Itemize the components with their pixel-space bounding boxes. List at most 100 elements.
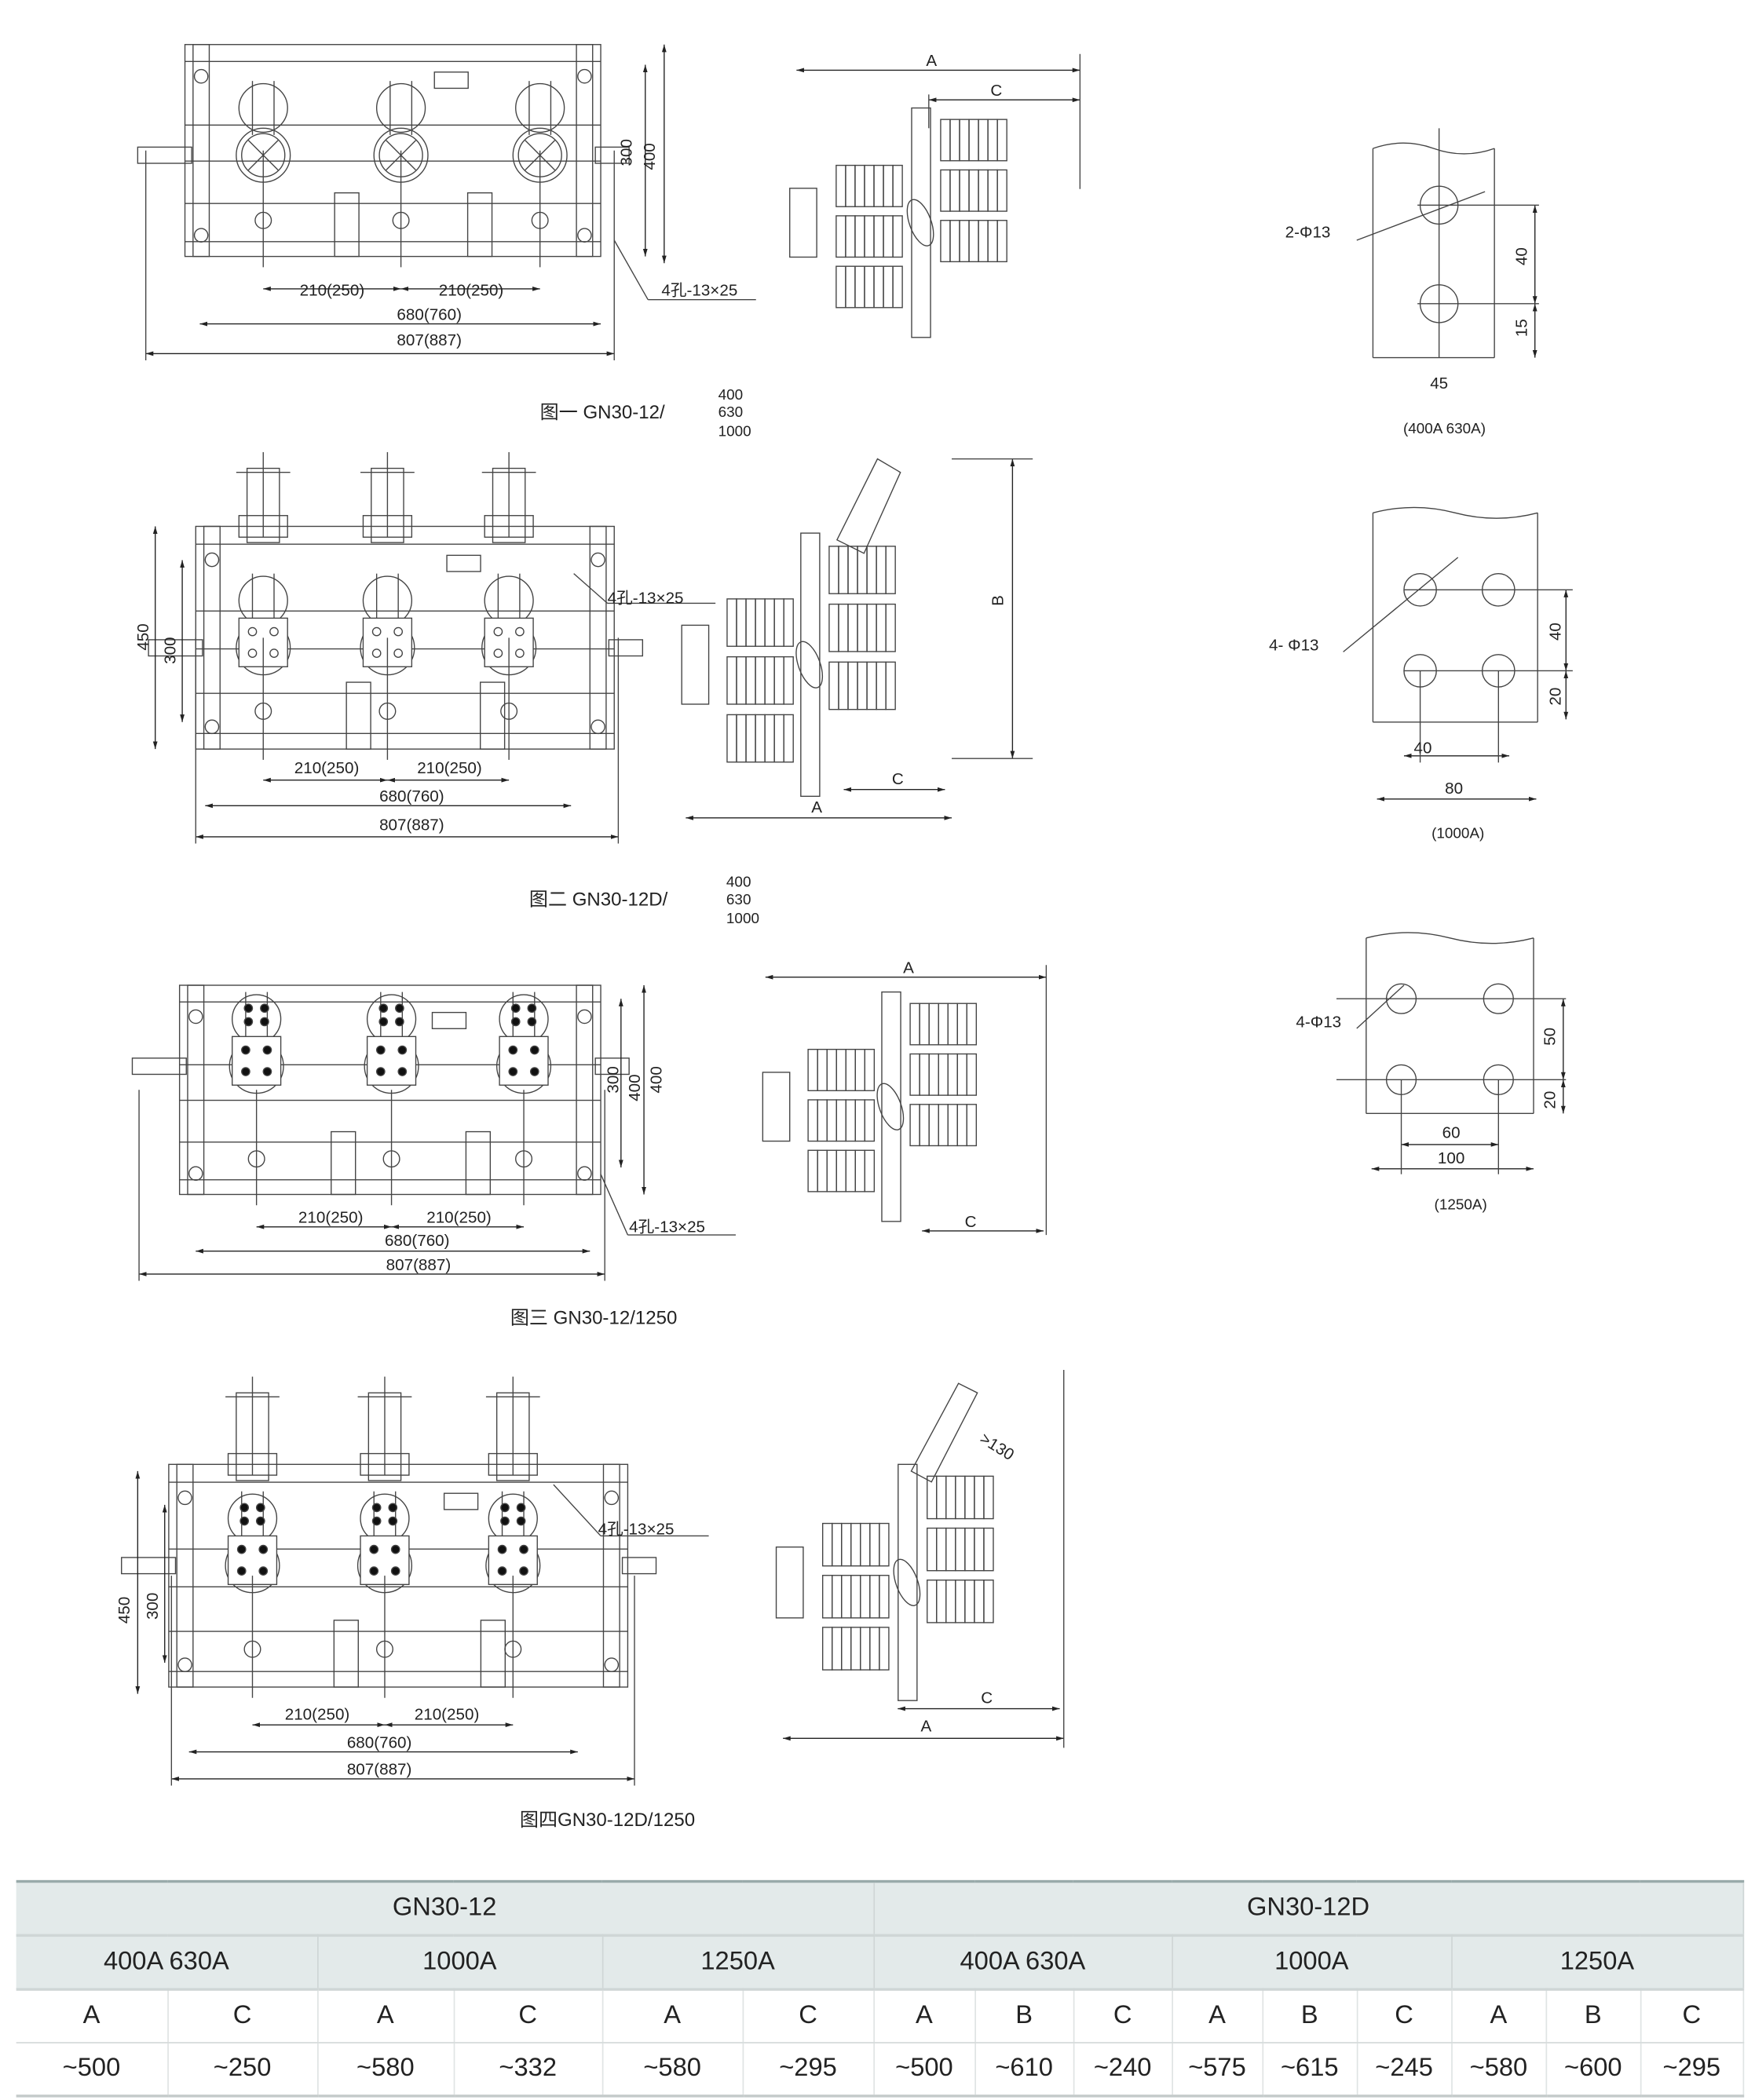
mount-holes-label: 4孔-13×25 — [608, 589, 684, 607]
dimension-value: ~615 — [1262, 2043, 1358, 2098]
dimension-value: ~580 — [317, 2043, 455, 2098]
detail-dim-v2: 15 — [1512, 319, 1530, 337]
dimension-value: ~250 — [167, 2043, 318, 2098]
bellows-insulator — [987, 220, 998, 263]
frame-outline — [184, 44, 601, 257]
bellows-insulator — [940, 169, 951, 212]
mount-holes-label: 4孔-13×25 — [661, 282, 737, 300]
model-gn30-12d: GN30-12D — [873, 1879, 1744, 1937]
figure-caption: 图一 GN30-12/ — [540, 402, 665, 423]
bolt — [260, 1003, 269, 1013]
dimension-value: ~245 — [1356, 2043, 1453, 2098]
bellows-insulator — [838, 546, 849, 594]
bellows-insulator — [968, 169, 979, 212]
side-dim-a: A — [903, 959, 914, 977]
extension-line — [1343, 557, 1459, 652]
dim-overall-width: 807(887) — [379, 816, 444, 834]
bolt — [519, 1566, 528, 1576]
bellows-insulator — [869, 1627, 880, 1671]
bolt — [527, 1003, 537, 1013]
mount-hole — [577, 1166, 592, 1181]
bellows-insulator — [956, 1104, 967, 1147]
bellows-insulator — [854, 265, 865, 309]
dimension-label: A — [873, 1989, 976, 2043]
bellows-insulator — [847, 603, 858, 652]
figure-2: 210(250) 210(250) 680(760) 807(887) 450 … — [134, 589, 1564, 926]
support-bracket — [465, 1130, 492, 1196]
bellows-insulator — [876, 661, 887, 710]
bellows-insulator — [885, 661, 896, 710]
bellows-insulator — [835, 164, 846, 207]
nameplate — [431, 1011, 467, 1029]
bellows-insulator — [919, 1003, 930, 1046]
bellows-insulator — [883, 164, 894, 207]
bellows-insulator — [835, 265, 846, 309]
bellows-insulator — [866, 661, 877, 710]
bellows-insulator — [883, 265, 894, 309]
side-dim-a: A — [926, 52, 937, 70]
operating-arm — [835, 458, 901, 554]
bolt — [258, 1566, 269, 1576]
dimension-label: C — [167, 1989, 318, 2043]
bolt — [371, 1503, 382, 1513]
bellows-insulator — [909, 1104, 920, 1147]
bellows-insulator — [928, 1003, 939, 1046]
contact-block — [499, 1035, 549, 1086]
bolt — [269, 626, 279, 637]
bolt — [395, 1017, 404, 1027]
bellows-insulator — [909, 1053, 920, 1096]
bolt — [371, 648, 382, 658]
bellows-insulator — [966, 1104, 978, 1147]
frame-outline — [178, 984, 601, 1196]
bellows-insulator — [927, 1527, 938, 1572]
bellows-insulator — [974, 1580, 985, 1623]
bellows-insulator — [956, 1053, 967, 1096]
side-dim-c: C — [990, 82, 1002, 100]
bolt — [500, 1503, 510, 1513]
bellows-insulator — [864, 1099, 876, 1142]
dim-overall-width: 807(887) — [386, 1256, 452, 1274]
bellows-insulator — [783, 656, 794, 705]
bellows-insulator — [873, 265, 884, 309]
figure-caption: 图四GN30-12D/1250 — [520, 1810, 695, 1831]
support-bracket — [480, 1620, 506, 1688]
rating-cell: 400A 630A — [16, 1935, 318, 1991]
bolt — [497, 1544, 507, 1554]
terminal-block — [492, 467, 526, 543]
bellows-insulator — [764, 598, 775, 647]
bolt — [500, 1516, 510, 1526]
dimension-value: ~500 — [16, 2043, 169, 2098]
mount-hole — [577, 1009, 592, 1024]
dim-height-inner: 300 — [618, 139, 636, 166]
dimension-label: A — [1451, 1989, 1547, 2043]
bellows-insulator — [755, 598, 766, 647]
terminal-clamp — [238, 515, 288, 538]
bellows-insulator — [869, 1522, 880, 1567]
bolt — [508, 1067, 518, 1076]
bolt — [516, 1503, 526, 1513]
dim-overall-width: 807(887) — [397, 331, 462, 349]
bellows-insulator — [866, 546, 877, 594]
bolt — [375, 1067, 386, 1076]
bolt — [390, 1566, 400, 1576]
bellows-insulator — [983, 1475, 994, 1520]
bellows-insulator — [860, 1522, 871, 1567]
side-dim-c: C — [981, 1689, 993, 1707]
nameplate — [433, 71, 469, 89]
insulator-top — [375, 82, 426, 133]
insulator-top — [238, 82, 288, 133]
mount-hole — [204, 719, 220, 735]
dim-height-mid: 400 — [626, 1074, 644, 1101]
dim-pitch-left: 210(250) — [294, 759, 360, 777]
operating-shaft — [137, 146, 192, 164]
bellows-insulator — [783, 598, 794, 647]
bellows-insulator — [745, 656, 756, 705]
bellows-insulator — [955, 1580, 966, 1623]
figure-caption: 图三 GN30-12/1250 — [510, 1308, 678, 1329]
bellows-insulator — [817, 1149, 828, 1192]
bellows-insulator — [987, 169, 998, 212]
insulator-top — [488, 1493, 538, 1543]
bellows-insulator — [835, 215, 846, 258]
terminal-clamp — [227, 1452, 278, 1476]
